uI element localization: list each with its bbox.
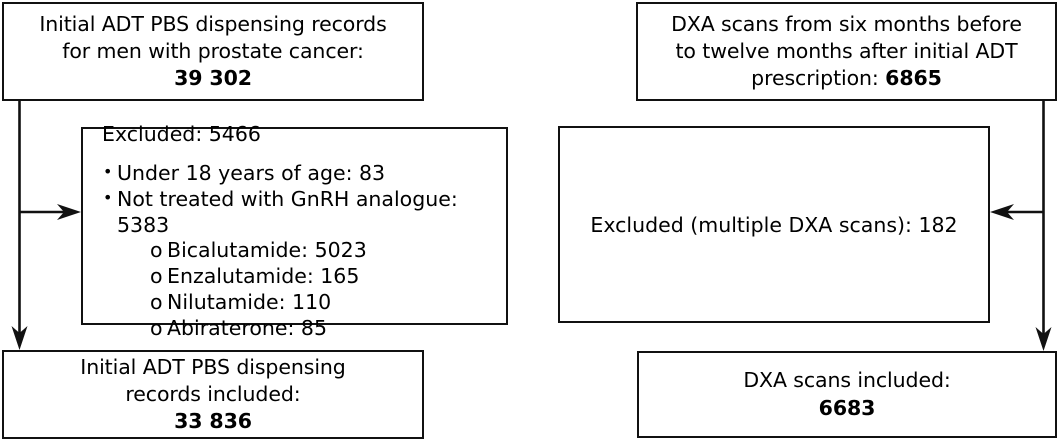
included-adt-line1: Initial ADT PBS dispensing [80, 354, 346, 379]
connector-adt-vertical [11, 101, 28, 350]
source-adt-line1: Initial ADT PBS dispensing records [39, 11, 387, 36]
excluded-dxa-text: Excluded (multiple DXA scans): 182 [590, 212, 958, 237]
excluded-adt-drug-label: Enzalutamide: 165 [167, 264, 360, 289]
list-item: o Abiraterone: 85 [150, 316, 506, 342]
connector-adt-branch-to-excluded [19, 204, 81, 220]
node-included-adt-records: Initial ADT PBS dispensing records inclu… [2, 350, 424, 439]
circle-marker-icon: o [150, 315, 163, 340]
circle-marker-icon: o [150, 264, 163, 289]
source-adt-count: 39 302 [174, 66, 252, 91]
node-source-adt-records-text: Initial ADT PBS dispensing records for m… [31, 11, 394, 92]
connector-dxa-vertical [1035, 101, 1052, 351]
source-dxa-line2: to twelve months after initial ADT [675, 38, 1018, 63]
node-included-dxa-scans: DXA scans included: 6683 [637, 351, 1057, 438]
node-source-dxa-scans: DXA scans from six months before to twel… [636, 2, 1057, 101]
excluded-adt-reason-label: Not treated with GnRH analogue: 5383 [117, 186, 458, 237]
node-source-adt-records: Initial ADT PBS dispensing records for m… [2, 2, 424, 101]
excluded-adt-body: Excluded: 5466 • Under 18 years of age: … [83, 110, 506, 341]
included-adt-line2: records included: [125, 381, 301, 406]
list-item: • Not treated with GnRH analogue: 5383 o… [102, 187, 506, 342]
list-item: o Bicalutamide: 5023 [150, 238, 506, 264]
source-adt-line2: for men with prostate cancer: [62, 38, 364, 63]
node-included-adt-records-text: Initial ADT PBS dispensing records inclu… [72, 354, 353, 435]
excluded-adt-drug-label: Abiraterone: 85 [167, 315, 328, 340]
source-dxa-count: 6865 [885, 66, 942, 91]
bullet-icon: • [103, 188, 113, 208]
source-dxa-line3-label: prescription: [751, 66, 886, 91]
excluded-adt-heading: Excluded: 5466 [102, 122, 261, 147]
excluded-adt-reason-label: Under 18 years of age: 83 [117, 160, 386, 185]
list-item: o Enzalutamide: 165 [150, 264, 506, 290]
node-excluded-dxa: Excluded (multiple DXA scans): 182 [558, 126, 990, 323]
excluded-adt-drug-label: Nilutamide: 110 [167, 290, 332, 315]
node-included-dxa-scans-text: DXA scans included: 6683 [735, 367, 958, 421]
node-source-dxa-scans-text: DXA scans from six months before to twel… [663, 11, 1030, 92]
circle-marker-icon: o [150, 290, 163, 315]
node-excluded-adt: Excluded: 5466 • Under 18 years of age: … [81, 122, 508, 340]
connector-dxa-branch-to-excluded [990, 204, 1044, 220]
included-dxa-line1: DXA scans included: [743, 368, 951, 393]
list-item: o Nilutamide: 110 [150, 290, 506, 316]
excluded-adt-drug-list: o Bicalutamide: 5023 o Enzalutamide: 165… [117, 238, 506, 341]
included-adt-count: 33 836 [174, 409, 252, 434]
excluded-adt-reason-list: • Under 18 years of age: 83 • Not treate… [102, 161, 506, 342]
bullet-icon: • [103, 162, 113, 182]
source-dxa-line1: DXA scans from six months before [671, 11, 1022, 36]
circle-marker-icon: o [150, 238, 163, 263]
included-dxa-count: 6683 [818, 395, 876, 420]
excluded-adt-drug-label: Bicalutamide: 5023 [167, 238, 367, 263]
list-item: • Under 18 years of age: 83 [102, 161, 506, 187]
